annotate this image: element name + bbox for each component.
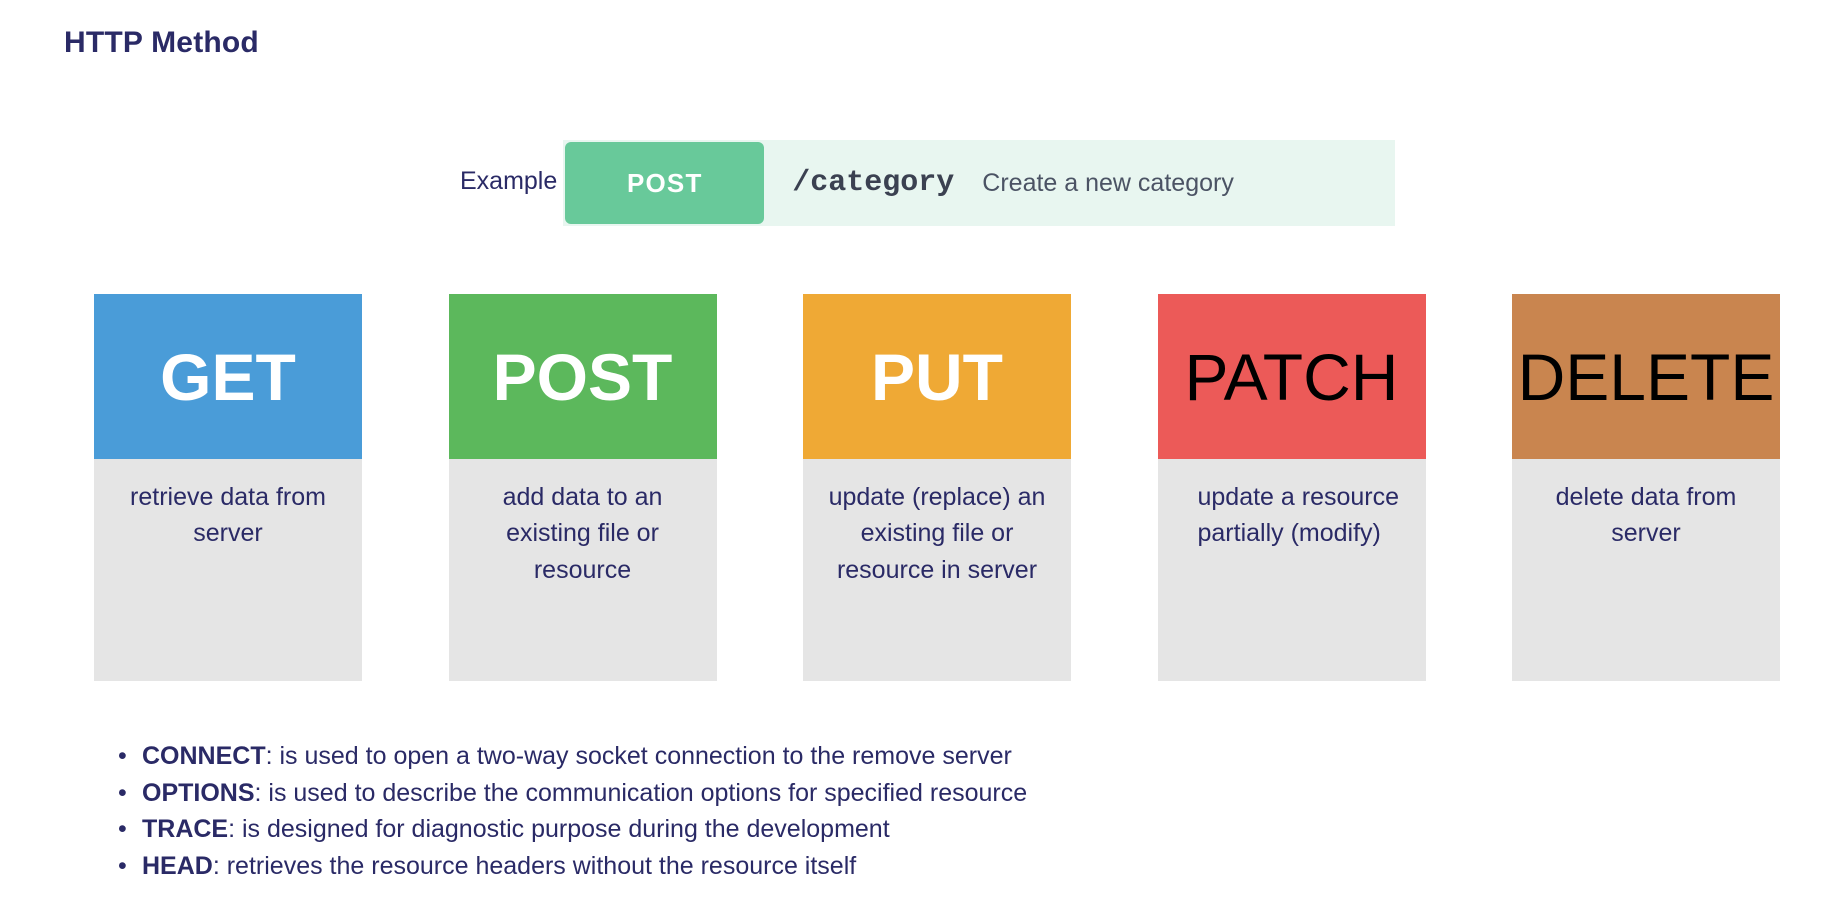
note-text: : retrieves the resource headers without… (212, 851, 857, 880)
method-card-get: GET retrieve data from server (94, 294, 362, 681)
bullet-icon: • (118, 742, 127, 770)
note-item: • HEAD: retrieves the resource headers wi… (118, 848, 1027, 885)
method-card-post: POST add data to an existing file or reso… (448, 294, 717, 681)
example-method-badge[interactable]: POST (565, 142, 765, 224)
example-endpoint-path: /category (792, 166, 955, 200)
method-description-patch: update a resource partially (modify) (1157, 459, 1426, 681)
method-name-label: GET (160, 339, 296, 414)
method-description-post: add data to an existing file or resource (448, 459, 717, 681)
method-name-label: DELETE (1517, 339, 1775, 414)
method-card-put: PUT update (replace) an existing file or … (803, 294, 1071, 681)
method-cards-row: GET retrieve data from server POST add data… (94, 294, 1780, 681)
method-card-delete: DELETE delete data from server (1512, 294, 1780, 681)
method-card-header-delete: DELETE (1512, 294, 1780, 459)
bullet-icon: • (118, 778, 127, 807)
method-card-header-post: POST (448, 294, 717, 459)
note-term: OPTIONS (142, 778, 255, 807)
method-card-header-put: PUT (803, 294, 1071, 459)
bullet-icon: • (118, 815, 127, 843)
note-text: : is designed for diagnostic purpose dur… (228, 815, 890, 843)
note-item: • TRACE: is designed for diagnostic purpo… (118, 811, 1027, 848)
example-endpoint-box: POST /category Create a new category (563, 140, 1396, 226)
method-card-patch: PATCH update a resource partially (modify… (1157, 294, 1426, 681)
example-endpoint-summary: Create a new category (982, 168, 1234, 197)
example-row: Example POST /category Create a new cate… (460, 140, 1396, 226)
method-card-header-patch: PATCH (1157, 294, 1426, 459)
page-title: HTTP Method (64, 26, 259, 59)
method-description-get: retrieve data from server (94, 459, 362, 681)
note-text: : is used to open a two-way socket conne… (265, 742, 1012, 770)
http-method-notes-list: • CONNECT: is used to open a two-way sock… (118, 738, 1027, 884)
note-item: • CONNECT: is used to open a two-way sock… (118, 738, 1027, 775)
note-term: HEAD (142, 851, 213, 880)
note-text: : is used to describe the communication … (254, 778, 1028, 807)
bullet-icon: • (118, 851, 127, 880)
method-name-label: PUT (871, 339, 1003, 414)
note-term: CONNECT (142, 742, 266, 770)
method-description-put: update (replace) an existing file or res… (803, 459, 1071, 681)
method-card-header-get: GET (94, 294, 362, 459)
example-label: Example (460, 166, 558, 195)
note-item: • OPTIONS: is used to describe the commun… (118, 775, 1027, 812)
note-term: TRACE (142, 815, 229, 843)
method-description-delete: delete data from server (1512, 459, 1780, 681)
method-name-label: POST (492, 339, 673, 414)
method-name-label: PATCH (1184, 339, 1399, 414)
